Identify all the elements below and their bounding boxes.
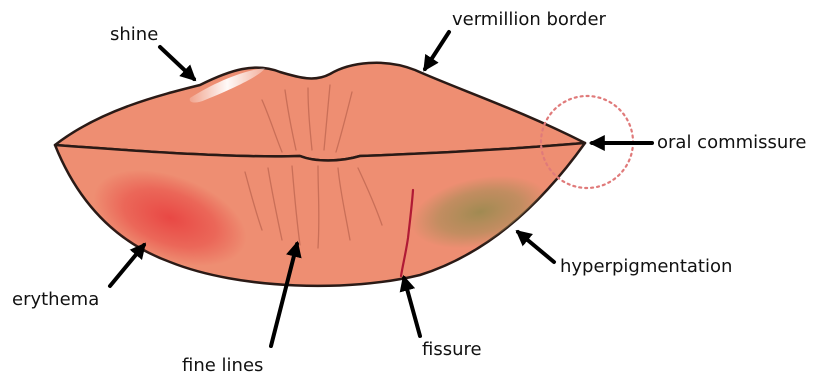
label-shine: shine [110, 26, 158, 44]
label-fissure: fissure [422, 341, 482, 359]
vermillion-border-arrow [425, 32, 449, 69]
shine-arrow [160, 47, 194, 79]
label-erythema: erythema [12, 291, 99, 309]
erythema-arrow [110, 245, 144, 286]
label-vermillion-border: vermillion border [452, 11, 606, 29]
fissure-arrow [404, 278, 420, 336]
label-fine-lines: fine lines [182, 357, 263, 375]
label-hyperpigmentation: hyperpigmentation [560, 258, 732, 276]
hyperpigmentation-arrow [518, 232, 554, 262]
label-oral-commissure: oral commissure [657, 134, 806, 152]
upper-lip [55, 63, 585, 161]
